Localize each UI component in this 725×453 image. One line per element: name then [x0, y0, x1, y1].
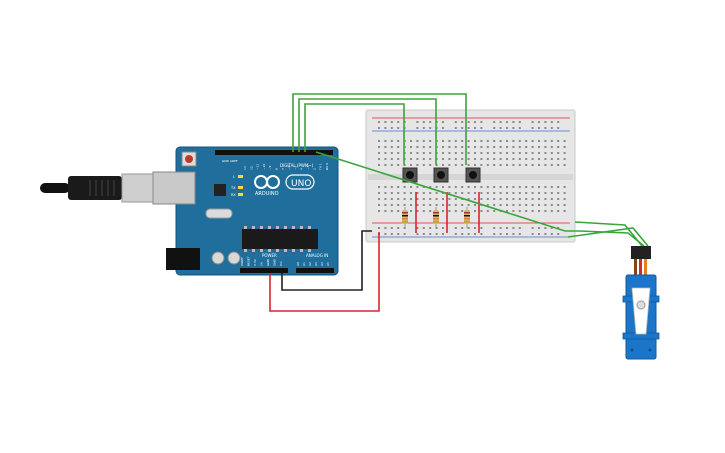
digital-pin-label-2: ~11: [256, 164, 260, 170]
digital-header: [215, 150, 333, 155]
wire-button-2: [298, 98, 437, 165]
digital-pin-label-0: 13: [243, 166, 247, 170]
analog-label: ANALOG IN: [306, 253, 328, 258]
wire-servo-vcc: [574, 221, 643, 247]
digital-pin-label-6: 7: [281, 168, 285, 170]
digital-pin-label-10: ~3: [306, 165, 310, 170]
analog-pin-label-1: A1: [302, 262, 306, 266]
arduino-logo: ARDUINO: [254, 175, 280, 197]
aref-label: AREF: [230, 159, 238, 163]
digital-pin-label-12: TX 1: [319, 163, 323, 171]
digital-pin-label-5: 8: [275, 168, 279, 170]
servo-horn: [631, 287, 651, 335]
digital-pin-label-7: ~6: [287, 165, 291, 170]
reset-button[interactable]: [185, 155, 193, 163]
digital-pin-label-1: 12: [249, 166, 253, 170]
power-pin-label-6: Vin: [279, 261, 283, 266]
wire-servo-signal: [315, 151, 645, 247]
power-pin-label-3: 5V: [260, 261, 264, 266]
power-pin-label-0: IOREF: [240, 257, 244, 266]
wire-button-1: [304, 103, 405, 165]
rx-led: [238, 193, 243, 196]
wire-button-3: [292, 93, 467, 165]
analog-pin-label-5: A5: [326, 262, 330, 266]
pushbutton-2[interactable]: [433, 167, 449, 183]
resistor-3: [464, 207, 470, 228]
resistor-1: [402, 207, 408, 228]
resistor-2: [433, 207, 439, 228]
power-pin-label-4: GND: [266, 258, 270, 266]
atmega-chip: [242, 229, 318, 249]
gnd-label: GND: [222, 159, 230, 163]
power-header: [240, 268, 288, 273]
l-led: [238, 175, 243, 178]
tx-label: TX: [230, 186, 236, 190]
l-label: L: [233, 175, 235, 179]
digital-pin-label-8: ~5: [293, 165, 297, 170]
digital-pin-label-4: ~9: [268, 165, 272, 170]
usb-cable: [40, 173, 155, 203]
usb-port: [152, 171, 196, 205]
pushbutton-3[interactable]: [465, 167, 481, 183]
analog-pin-label-3: A3: [314, 262, 318, 266]
power-jack: [166, 248, 200, 270]
arduino-uno-board: ARDUINO UNO TX RX L DIGITAL (PWM~) AREF …: [152, 146, 339, 276]
digital-pin-label-13: RX 0: [325, 163, 329, 170]
power-pin-label-2: 3.3V: [253, 258, 257, 266]
breadboard-red-jumpers: [415, 192, 480, 233]
digital-header-label: DIGITAL (PWM~): [280, 163, 314, 168]
digital-pin-label-9: 4: [300, 168, 304, 170]
digital-pin-label-3: ~10: [262, 164, 266, 170]
wire-5v: [269, 232, 380, 312]
digital-pin-label-11: 2: [312, 168, 316, 170]
signal-wires: [292, 93, 649, 247]
servo-motor: [622, 246, 660, 360]
arduino-brand-label: ARDUINO: [255, 191, 279, 197]
uno-label: UNO: [291, 179, 311, 189]
pushbutton-1[interactable]: [402, 167, 418, 183]
analog-pin-label-4: A4: [320, 262, 324, 266]
power-pin-label-1: RESET: [247, 256, 251, 266]
wire-gnd: [281, 230, 372, 291]
analog-pin-label-0: A0: [296, 262, 300, 266]
analog-pin-label-2: A2: [308, 262, 312, 266]
wire-servo-gnd: [567, 227, 649, 247]
power-label: POWER: [262, 253, 277, 258]
tx-led: [238, 186, 243, 189]
rx-label: RX: [231, 193, 236, 197]
analog-header: [296, 268, 334, 273]
power-pin-label-5: GND: [273, 258, 277, 266]
